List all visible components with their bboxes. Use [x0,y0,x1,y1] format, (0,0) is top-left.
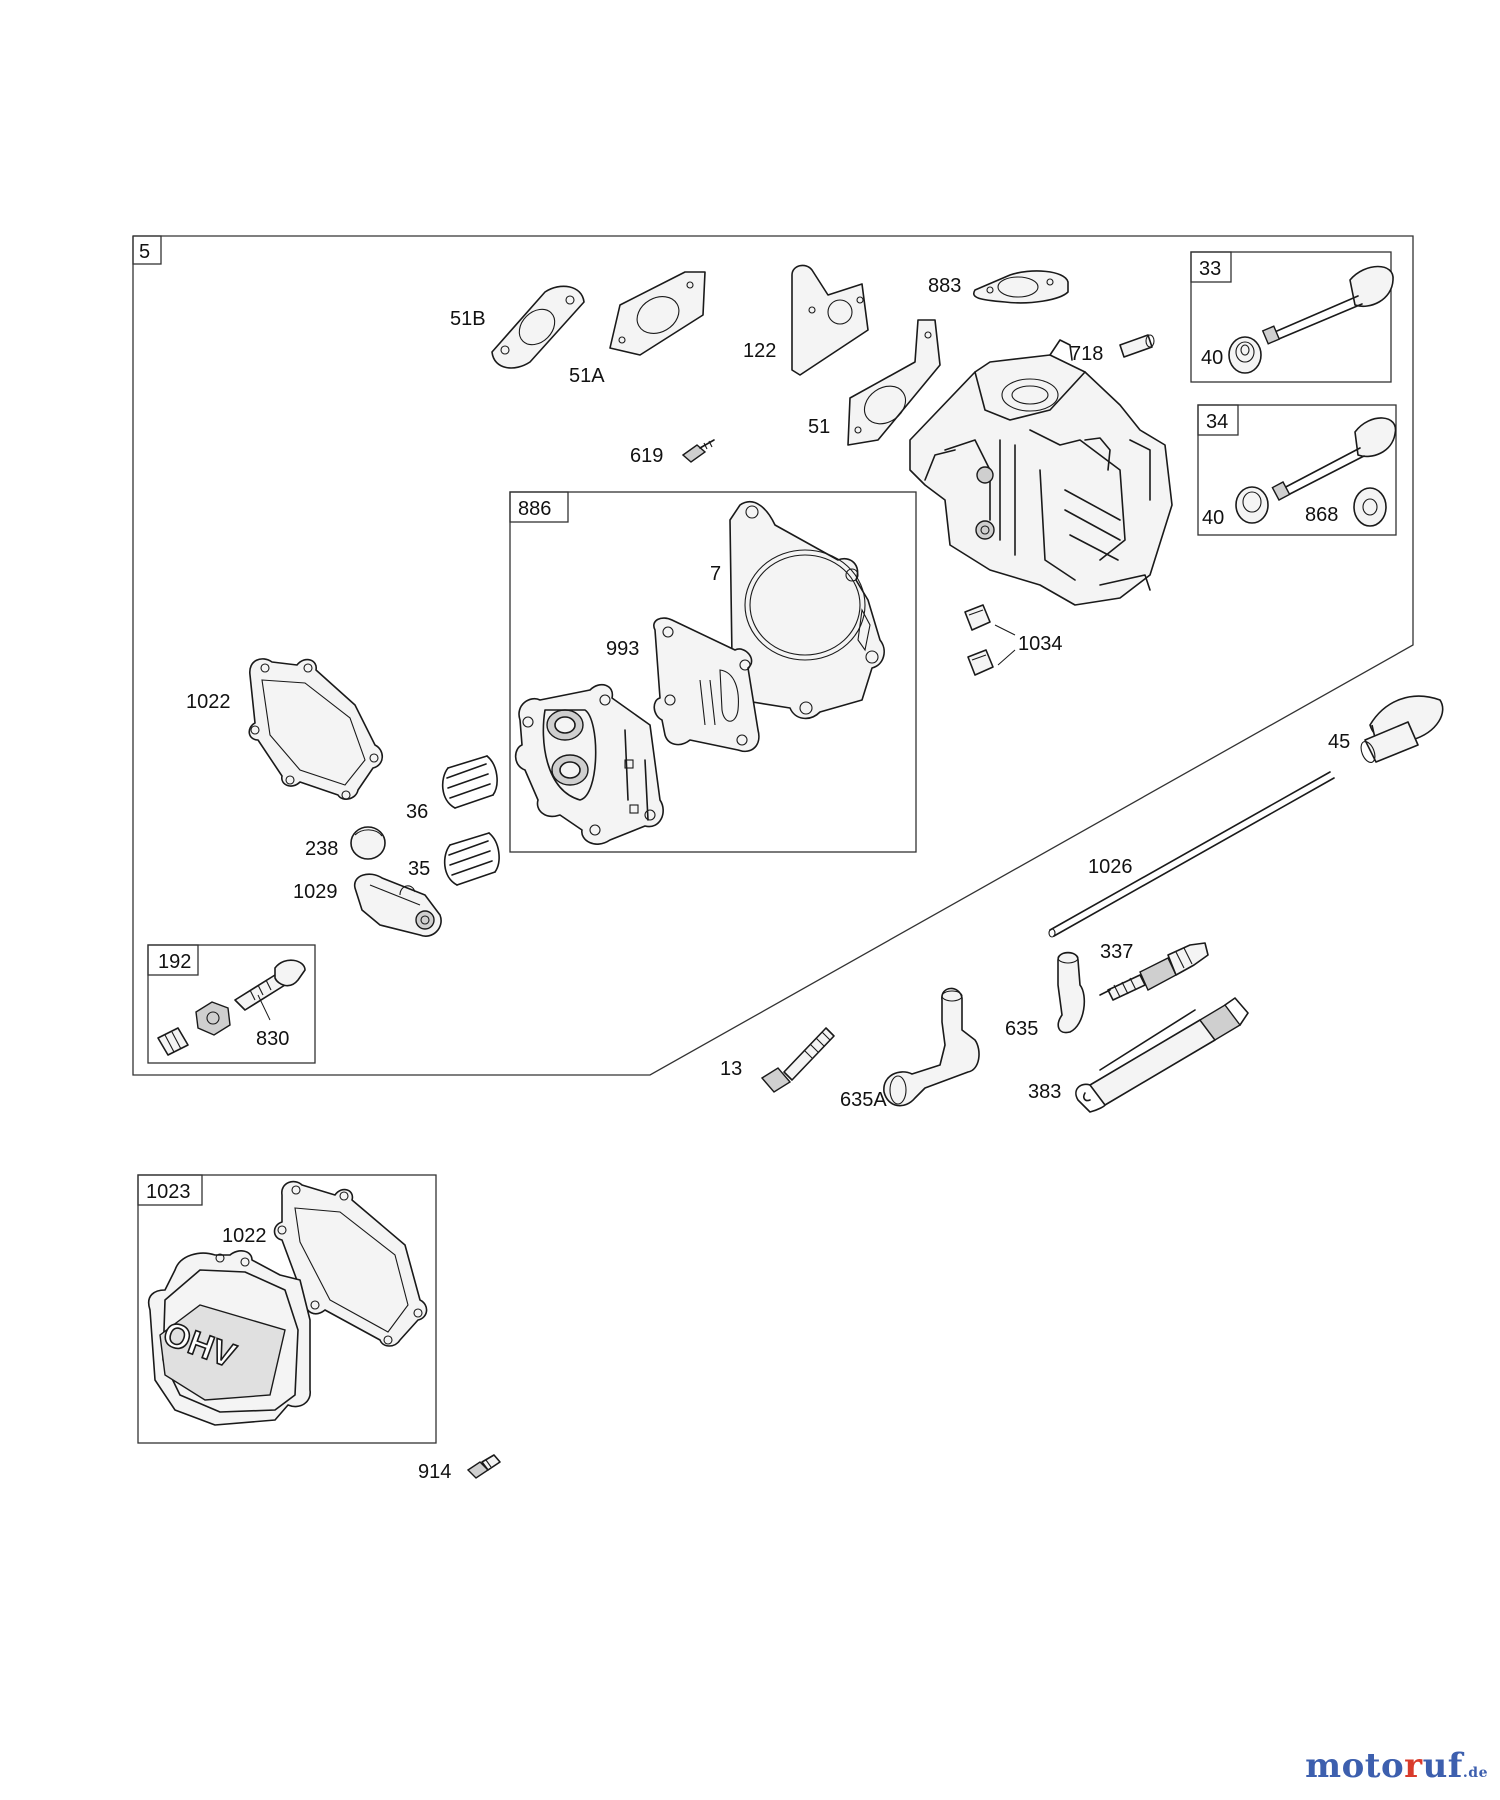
adjuster-kit-box-192: 192 830 [147,944,316,1064]
box-tag-192: 192 [158,951,191,973]
rocker-cover-gasket-icon [273,1180,428,1347]
breather-tee-635A-icon [883,987,980,1107]
valve-spring-36-icon [441,755,498,809]
valve-icon [1261,265,1394,345]
label-830: 830 [256,1028,289,1050]
label-122: 122 [743,340,776,362]
spark-plug-337-icon [1099,942,1209,1001]
label-619: 619 [630,445,663,467]
bolt-13-icon [760,1027,835,1093]
label-7: 7 [710,563,721,585]
label-51B: 51B [450,308,486,330]
gasket-51-icon [847,319,941,446]
box-tag-1023: 1023 [146,1181,191,1203]
plug-238-icon [350,826,386,860]
rocker-cover-gasket-1022-icon [248,658,384,800]
gasket-kit-box-886: 886 7 993 [509,491,917,853]
valve-kit-box-34: 34 40 868 [1197,404,1397,536]
label-383: 383 [1028,1081,1061,1103]
label-40: 40 [1202,507,1224,529]
breather-gasket-icon [514,683,664,845]
label-993: 993 [606,638,639,660]
label-51: 51 [808,416,830,438]
motoruf-watermark-logo: motoruf.de [1305,1746,1488,1786]
valve-spring-retainer-icon [1235,486,1269,524]
label-337: 337 [1100,941,1133,963]
label-883: 883 [928,275,961,297]
label-40: 40 [1201,347,1223,369]
box-tag-886: 886 [518,498,551,520]
spark-plug-wrench-383-icon [1075,997,1249,1113]
label-914: 914 [418,1461,451,1483]
label-1029: 1029 [293,881,338,903]
dowel-pin-718-icon [1119,334,1155,358]
label-45: 45 [1328,731,1350,753]
label-868: 868 [1305,504,1338,526]
screw-914-icon [466,1454,501,1479]
set-screw-icon [157,1027,189,1056]
gasket-51B-icon [491,285,585,369]
label-1022: 1022 [186,691,231,713]
valve-spring-retainer-icon [1228,336,1262,374]
breather-elbow-635-icon [1057,951,1086,1034]
box-tag-33: 33 [1199,258,1221,280]
rocker-retainer-1034-icon [964,604,994,676]
label-36: 36 [406,801,428,823]
label-635: 635 [1005,1018,1038,1040]
rocker-cover-box-1023: 1023 1022 OHV [137,1174,437,1444]
main-assembly-frame: 5 [132,235,1414,1076]
label-51A: 51A [569,365,605,387]
label-1034: 1034 [1018,633,1063,655]
adjuster-nut-icon [195,1001,231,1036]
label-1022: 1022 [222,1225,267,1247]
label-718: 718 [1070,343,1103,365]
tappet-45-icon [1360,695,1444,763]
label-35: 35 [408,858,430,880]
label-1026: 1026 [1088,856,1133,878]
cylinder-head-icon [909,339,1173,606]
heat-shield-122-icon [791,264,869,376]
rocker-cover-icon: OHV [147,1250,311,1426]
label-13: 13 [720,1058,742,1080]
box-tag-34: 34 [1206,411,1228,433]
valve-icon [1271,417,1397,501]
gasket-51A-icon [609,271,706,356]
label-238: 238 [305,838,338,860]
push-rod-1026-icon [1048,771,1335,938]
label-635A: 635A [840,1089,887,1111]
valve-kit-box-33: 33 40 [1190,251,1394,383]
gasket-883-icon [973,270,1069,304]
box-tag-5: 5 [139,241,150,263]
rocker-arm-1029-icon [354,873,442,937]
screw-619-icon [681,439,715,463]
valve-seal-icon [1353,487,1387,527]
gasket-993-icon [653,617,760,752]
valve-spring-35-icon [443,832,500,886]
rocker-stud-830-icon [234,959,306,1011]
